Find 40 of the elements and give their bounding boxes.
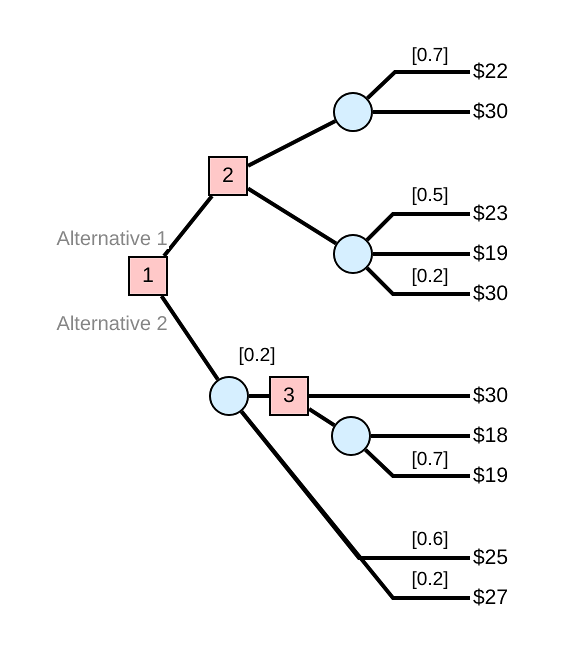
branch-line <box>309 394 470 398</box>
probability-label: [0.7] <box>410 46 450 66</box>
branch-line <box>366 212 470 242</box>
payoff-value: $19 <box>473 242 519 266</box>
decision-node-box: 2 <box>208 156 248 196</box>
branch-line <box>308 407 336 427</box>
payoff-value: $22 <box>473 60 519 84</box>
probability-label: [0.2] <box>410 570 450 590</box>
probability-label: [0.7] <box>410 450 450 470</box>
branch-line <box>373 252 470 256</box>
chance-node-circle <box>331 416 371 456</box>
branch-line <box>240 410 470 600</box>
payoff-value: $30 <box>473 282 519 306</box>
probability-label: [0.6] <box>410 530 450 550</box>
payoff-value: $27 <box>473 586 519 610</box>
probability-label: [0.2] <box>410 267 450 287</box>
branch-line <box>246 186 338 246</box>
branch-line <box>366 266 470 296</box>
alternative-label: Alternative 1 <box>56 229 169 249</box>
branch-line <box>247 119 336 168</box>
payoff-value: $25 <box>473 546 519 570</box>
chance-node-circle <box>333 92 373 132</box>
branch-line <box>160 294 220 381</box>
branch-line <box>366 70 470 100</box>
decision-node-box: 1 <box>128 256 168 296</box>
branch-line <box>162 194 214 258</box>
branch-line <box>364 448 470 478</box>
payoff-value: $30 <box>473 384 519 408</box>
payoff-value: $30 <box>473 100 519 124</box>
probability-label: [0.2] <box>238 346 276 366</box>
branch-line <box>373 110 470 114</box>
chance-node-circle <box>333 234 373 274</box>
chance-node-circle <box>209 376 249 416</box>
branch-line <box>249 394 269 398</box>
payoff-value: $23 <box>473 202 519 226</box>
branch-line <box>371 434 470 438</box>
payoff-value: $19 <box>473 464 519 488</box>
probability-label: [0.5] <box>410 186 450 206</box>
payoff-value: $18 <box>473 424 519 448</box>
decision-node-box: 3 <box>269 376 309 416</box>
